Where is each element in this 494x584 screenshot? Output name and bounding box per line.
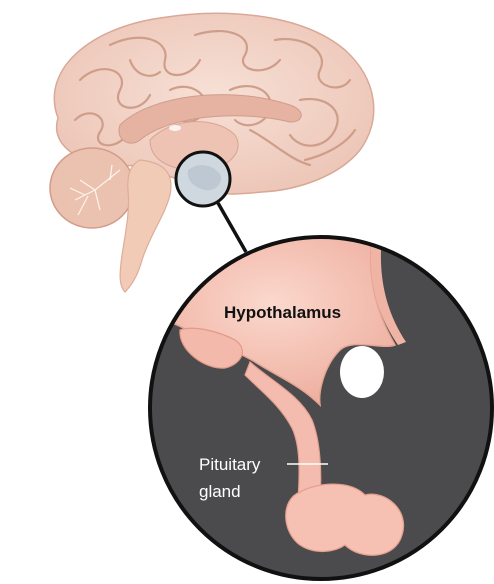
white-cavity [340, 346, 384, 398]
brainstem [120, 160, 171, 292]
hypothalamus-label: Hypothalamus [224, 303, 341, 322]
cerebellum [50, 148, 134, 228]
zoom-connector [218, 203, 246, 252]
pituitary-label-line2: gland [199, 482, 241, 501]
pituitary-label-line1: Pituitary [199, 455, 261, 474]
zoom-view [150, 236, 492, 579]
